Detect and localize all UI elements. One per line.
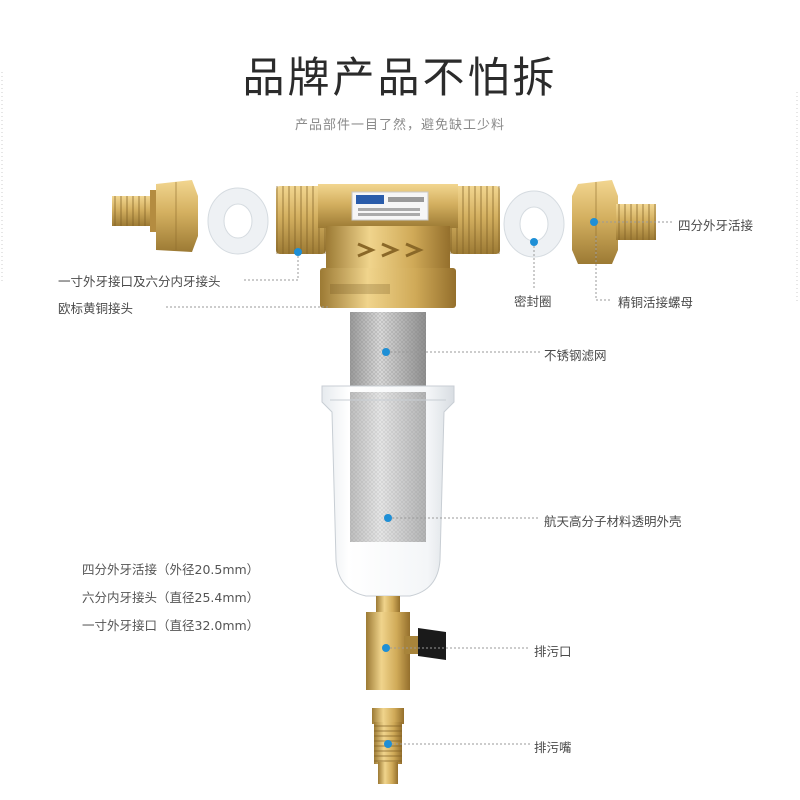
main-body-right-thread bbox=[450, 186, 500, 254]
right-seal-ring bbox=[503, 190, 565, 258]
page-subtitle: 产品部件一目了然，避免缺工少料 bbox=[294, 118, 505, 133]
leader-lines bbox=[166, 221, 674, 745]
stainless-mesh-top bbox=[350, 312, 426, 392]
transparent-shell bbox=[321, 385, 455, 597]
label-stainless-mesh: 不锈钢滤网 bbox=[544, 348, 607, 363]
page-title: 品牌产品不怕拆 bbox=[242, 53, 558, 102]
left-hex-fitting bbox=[156, 180, 198, 252]
label-transparent-shell: 航天高分子材料透明外壳 bbox=[544, 514, 682, 529]
drain-valve bbox=[366, 596, 446, 690]
main-body-top-block bbox=[318, 184, 458, 228]
label-drain-port: 排污口 bbox=[534, 644, 572, 659]
label-brass-union-nut: 精铜活接螺母 bbox=[618, 295, 694, 310]
main-body-left-thread bbox=[276, 186, 326, 254]
label-one-inch-male-six-female: 一寸外牙接口及六分内牙接头 bbox=[58, 274, 221, 289]
leader-dots bbox=[294, 218, 598, 748]
spec-line: 六分内牙接头（直径25.4mm） bbox=[82, 590, 260, 605]
spec-line: 四分外牙活接（外径20.5mm） bbox=[82, 562, 260, 577]
main-body-trunk bbox=[320, 226, 456, 308]
spec-line: 一寸外牙接口（直径32.0mm） bbox=[82, 618, 260, 633]
label-seal-ring: 密封圈 bbox=[514, 294, 552, 309]
label-euro-brass-fitting: 欧标黄铜接头 bbox=[58, 301, 134, 316]
left-seal-ring bbox=[207, 187, 269, 255]
left-male-thread-part bbox=[112, 190, 158, 232]
label-four-male-union: 四分外牙活接 bbox=[678, 218, 754, 233]
label-drain-nozzle: 排污嘴 bbox=[534, 740, 572, 755]
